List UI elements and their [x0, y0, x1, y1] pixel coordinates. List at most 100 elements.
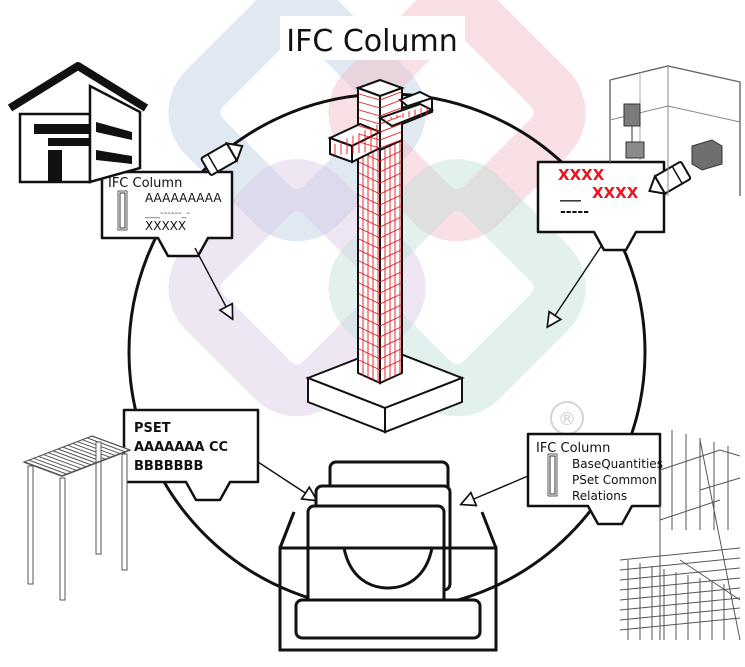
hatch-line [358, 271, 381, 283]
card-heading: IFC Column [108, 176, 182, 191]
hatch-line [619, 607, 741, 621]
hatch-line [379, 249, 402, 261]
hatch-line [379, 337, 402, 349]
hatch-line [358, 348, 381, 360]
flow-arrow [194, 247, 232, 318]
hatch-line [379, 304, 402, 316]
hatch-line [52, 450, 92, 466]
card-line: ----- [560, 204, 589, 220]
hatch-line [358, 205, 381, 217]
hatch-line [379, 260, 402, 272]
hatch-line [379, 194, 402, 206]
hatch-line [379, 216, 402, 228]
hatch-line [358, 109, 381, 117]
hatch-line [358, 326, 381, 338]
hatch-line [379, 131, 402, 141]
hatch-line [379, 123, 402, 133]
hatch-line [619, 587, 741, 601]
card-item: PSet Common [572, 473, 657, 487]
hatch-line [358, 125, 381, 133]
card-line: BBBBBBB [134, 459, 203, 474]
hatch-line [358, 293, 381, 305]
flow-arrow [462, 475, 529, 504]
hatch-line [379, 139, 402, 149]
hatch-line [28, 459, 68, 475]
document-tray-icon [278, 460, 498, 652]
hatch-line [358, 117, 381, 125]
hatch-line [86, 437, 126, 453]
hatch-line [358, 249, 381, 261]
card-bottom-right: IFC Column BaseQuantities PSet Common Re… [526, 432, 663, 526]
hatch-line [379, 172, 402, 184]
hatch-line [48, 452, 87, 468]
hatch-line [358, 304, 381, 316]
card-line: XXXX [592, 184, 639, 202]
hatch-line [379, 238, 402, 250]
card-line: ___------_- [144, 208, 191, 219]
hatch-line [619, 617, 741, 631]
pergola-icon [22, 435, 132, 601]
hatch-line [619, 577, 741, 591]
hatch-line [379, 315, 402, 327]
card-line: PSET [134, 421, 171, 436]
hatch-line [33, 457, 72, 473]
hatch-line [379, 293, 402, 305]
hatch-line [62, 446, 102, 462]
hatch-line [358, 183, 381, 195]
hatch-line [43, 454, 82, 470]
hatch-line [358, 172, 381, 184]
card-top-right: XXXX ___ XXXX ----- [536, 160, 666, 252]
card-line: XXXXX [145, 219, 186, 233]
card-line: AAAAAAA CC [134, 440, 228, 455]
hatch-line [358, 93, 381, 101]
hatch-line [358, 216, 381, 228]
office-building-icon [609, 65, 741, 196]
hatch-line [619, 547, 741, 561]
hatch-line [379, 227, 402, 239]
hatch-line [619, 597, 741, 611]
card-line: ___ [560, 186, 581, 202]
card-heading: IFC Column [536, 441, 610, 456]
hatch-line [379, 183, 402, 195]
hatch-line [72, 442, 111, 458]
hatch-line [358, 141, 381, 149]
hatch-line [379, 150, 402, 162]
card-line: XXXX [558, 166, 605, 184]
hatch-line [358, 238, 381, 250]
hatch-line [379, 326, 402, 338]
hatch-line [358, 337, 381, 349]
card-item: Relations [572, 489, 627, 503]
card-line: AAAAAAAAA [145, 191, 222, 205]
page-title: IFC Column [286, 24, 457, 59]
hatch-line [379, 107, 402, 117]
flow-arrow [548, 244, 603, 326]
hatch-line [57, 448, 97, 464]
wireframe-building-icon [619, 430, 741, 641]
hatch-line [619, 567, 741, 581]
hatch-line [379, 115, 402, 125]
hatch-line [379, 205, 402, 217]
registered-mark: ® [558, 409, 576, 430]
hatch-line [91, 435, 131, 451]
hatch-line [699, 439, 741, 641]
hatch-line [379, 282, 402, 294]
hatch-line [358, 101, 381, 109]
hatch-line [379, 348, 402, 360]
hatch-line [358, 315, 381, 327]
ifc-column-model [305, 78, 465, 434]
card-bottom-left: PSET AAAAAAA CC BBBBBBB [122, 408, 260, 502]
hatch-line [379, 271, 402, 283]
hatch-line [358, 194, 381, 206]
hatch-line [379, 91, 402, 101]
house-icon [7, 62, 149, 184]
hatch-line [358, 227, 381, 239]
hatch-line [358, 359, 381, 371]
hatch-line [379, 359, 402, 371]
hatch-line [38, 455, 77, 471]
hatch-line [619, 557, 741, 571]
hatch-line [358, 260, 381, 272]
pencil-icon [200, 141, 244, 176]
flow-arrow [257, 461, 316, 500]
hatch-line [358, 282, 381, 294]
